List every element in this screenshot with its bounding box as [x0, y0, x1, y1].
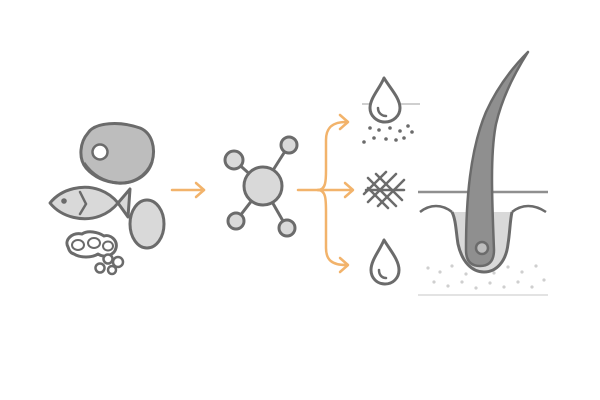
- egg-icon: [128, 198, 166, 250]
- beans-icon: [65, 230, 125, 276]
- fiber-mesh-icon: [362, 170, 406, 210]
- oil-drop-icon: [362, 76, 420, 144]
- molecule-icon: [223, 135, 299, 238]
- water-drop-icon: [369, 238, 401, 286]
- steak-icon: [79, 122, 155, 185]
- hair-follicle-icon: [418, 50, 548, 296]
- arrow-food-to-molecule: [170, 181, 206, 199]
- fish-icon: [48, 185, 132, 221]
- branch-arrows-to-outputs: [296, 113, 355, 274]
